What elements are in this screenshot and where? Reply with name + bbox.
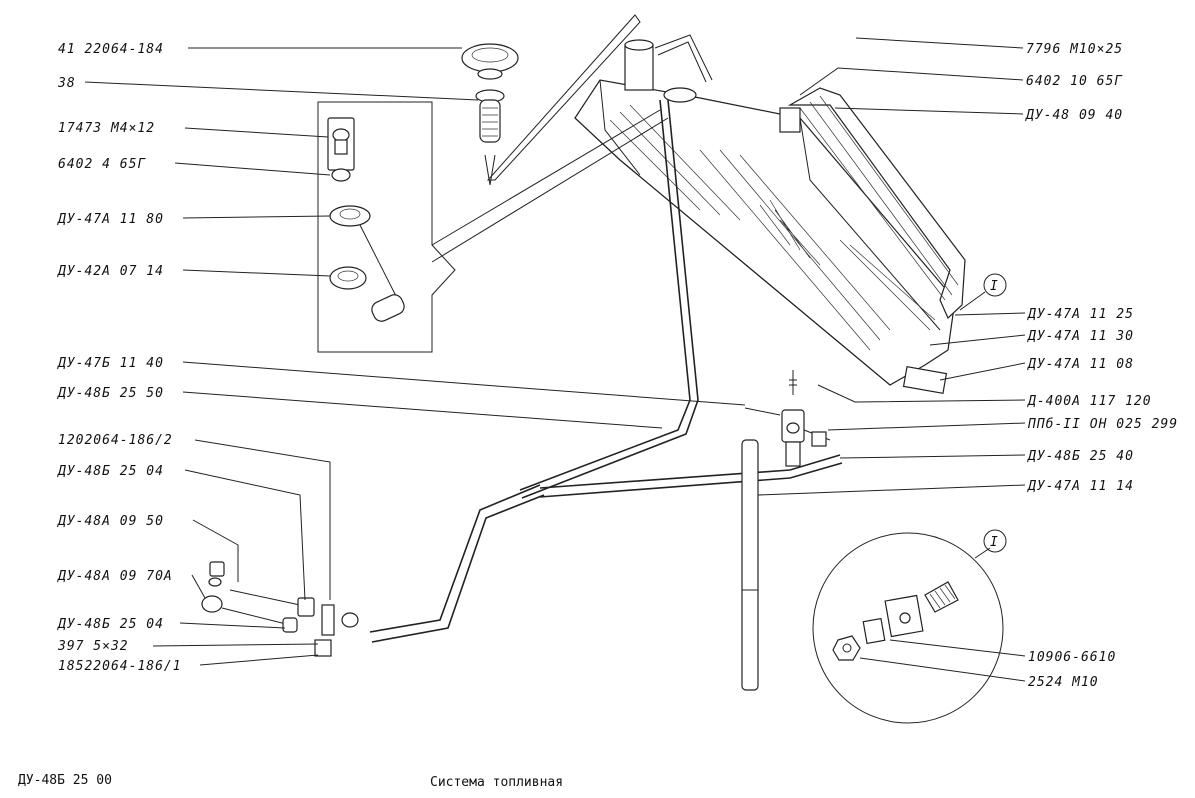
- label-d400a: Д-400А 117 120: [1027, 394, 1152, 409]
- label-1202064: 1202064-186/2: [58, 433, 173, 448]
- fuel-valve: [744, 370, 831, 467]
- label-18522064: 18522064-186/1: [58, 659, 182, 674]
- sender-group-box: [317, 101, 456, 353]
- labels-right: 7796 М10×25 6402 10 65Г ДУ-48 09 40 ДУ-4…: [1025, 42, 1178, 494]
- label-6402-10: 6402 10 65Г: [1026, 74, 1123, 89]
- label-screw: 17473 М4×12: [58, 121, 155, 136]
- label-1114: ДУ-47А 11 14: [1027, 479, 1134, 494]
- label-pipe-2550: ДУ-48Б 25 50: [57, 386, 164, 401]
- footer-code: ДУ-48Б 25 00: [18, 773, 112, 788]
- label-1125: ДУ-47А 11 25: [1027, 307, 1134, 322]
- label-washer: 6402 4 65Г: [58, 157, 146, 172]
- strainer: [475, 89, 505, 186]
- label-cap: 41 22064-184: [58, 42, 164, 57]
- leader-lines-right: [757, 37, 1026, 682]
- label-2504-top: ДУ-48Б 25 04: [57, 464, 164, 479]
- labels-detail: 10906-6610 2524 М10: [1028, 650, 1116, 690]
- labels-left: 41 22064-184 38 17473 М4×12 6402 4 65Г Д…: [57, 42, 182, 674]
- fuel-tank: [574, 39, 966, 395]
- filler-cap: [461, 43, 519, 80]
- drain-fittings: [201, 561, 359, 657]
- leader-lines-left: [84, 47, 746, 666]
- label-7796: 7796 М10×25: [1026, 42, 1123, 57]
- sender-parts: [327, 117, 405, 322]
- footer: ДУ-48Б 25 00 Система топливная: [18, 773, 563, 790]
- label-0950: ДУ-48А 09 50: [57, 514, 164, 529]
- standpipe: [741, 439, 759, 691]
- label-397: 397 5×32: [57, 639, 129, 654]
- label-pipe-1140: ДУ-47Б 11 40: [57, 356, 164, 371]
- label-2540: ДУ-48Б 25 40: [1027, 449, 1134, 464]
- label-2524: 2524 М10: [1028, 675, 1099, 690]
- detail-marker-bottom: I: [990, 535, 999, 550]
- fuel-pipes: [369, 99, 843, 643]
- label-1108: ДУ-47А 11 08: [1027, 357, 1134, 372]
- label-1130: ДУ-47А 11 30: [1027, 329, 1134, 344]
- label-ppb: ППб-II ОН 025 299: [1027, 417, 1178, 432]
- detail-marker-top: I: [990, 279, 999, 294]
- detail-circle: I: [812, 529, 1007, 724]
- label-gasket: ДУ-42А 07 14: [57, 264, 164, 279]
- label-38: 38: [57, 76, 76, 91]
- label-flange: ДУ-47А 11 80: [57, 212, 164, 227]
- label-0970: ДУ-48А 09 70А: [57, 569, 173, 584]
- detail-marker-group: I: [959, 273, 1007, 311]
- label-0940: ДУ-48 09 40: [1025, 108, 1123, 123]
- label-2504-bottom: ДУ-48Б 25 04: [57, 617, 164, 632]
- footer-title: Система топливная: [430, 775, 563, 790]
- label-10906: 10906-6610: [1028, 650, 1116, 665]
